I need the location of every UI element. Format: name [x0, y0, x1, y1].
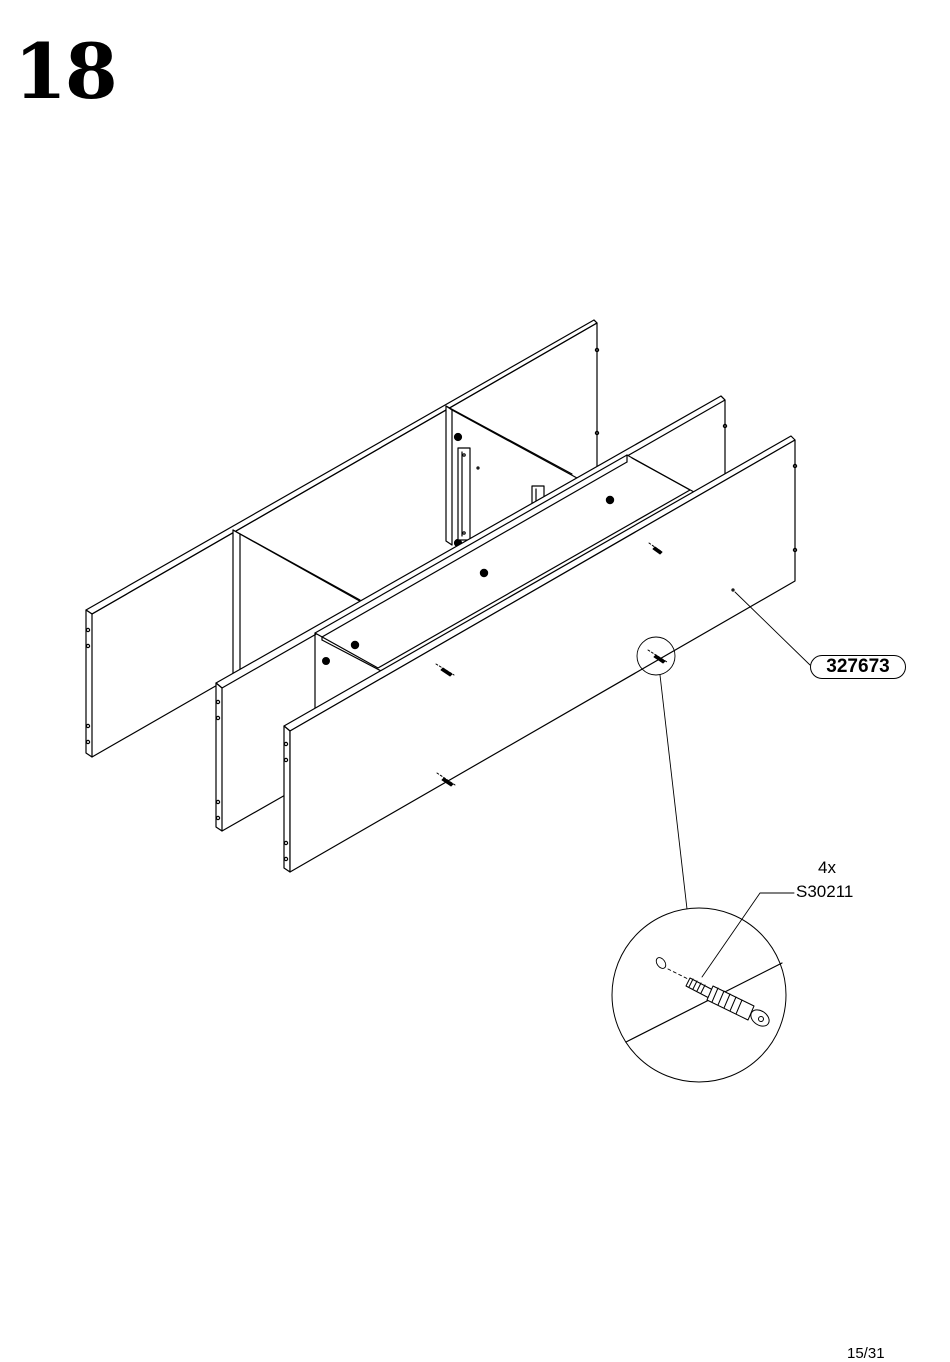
hardware-quantity: 4x — [818, 858, 836, 878]
part-number-callout: 327673 — [810, 655, 906, 679]
page-number: 15/31 — [847, 1345, 885, 1362]
detail-leader-line — [660, 675, 687, 909]
detail-circle-icon — [612, 893, 794, 1082]
hardware-code: S30211 — [796, 882, 853, 902]
partition-left — [233, 530, 365, 680]
part-leader-line — [735, 592, 810, 665]
bracket-left — [458, 448, 470, 540]
